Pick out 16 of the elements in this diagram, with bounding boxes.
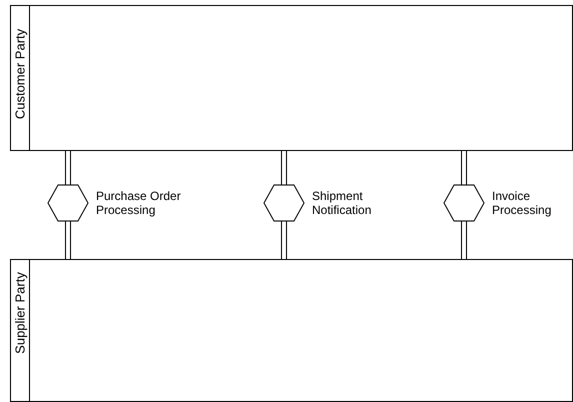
conversation-link [461,220,467,260]
conversation-link [65,220,71,260]
pool-label: Customer Party [12,28,28,120]
conversation-link [65,150,71,186]
conversation-label: Invoice Processing [492,189,552,217]
conversation-label: Purchase Order Processing [96,189,182,217]
conversation-link [461,150,467,186]
hexagon-symbol [264,185,304,221]
pool [10,259,573,402]
conversation-link [281,220,287,260]
conversation-link [281,150,287,186]
conversation-label: Shipment Notification [312,189,372,217]
hexagon-symbol [48,185,88,221]
pool-label: Supplier Party [12,272,28,354]
hexagon-symbol [444,185,484,221]
pool [10,5,573,151]
